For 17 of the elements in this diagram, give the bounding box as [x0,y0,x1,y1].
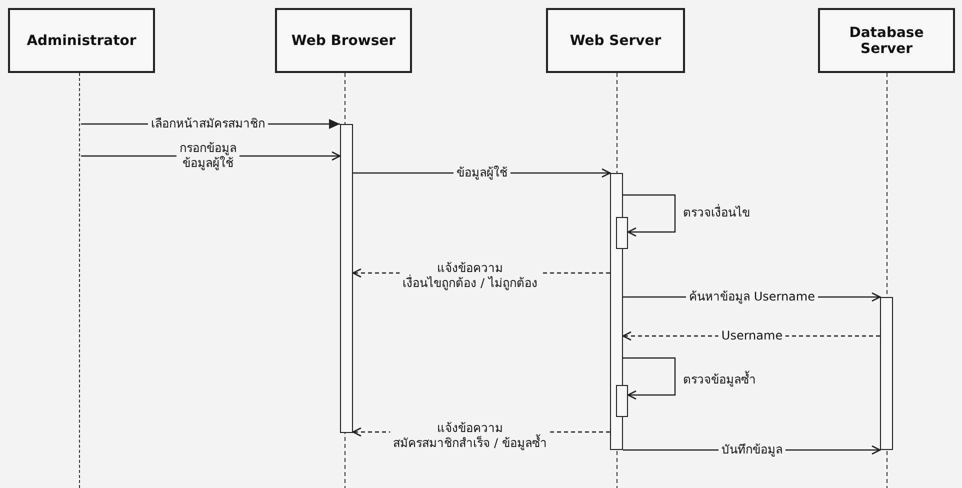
message-arrow [623,194,676,237]
edge-label: ข้อมูลผู้ใช้ [454,166,510,180]
edge-label: แจ้งข้อความ สมัครสมาชิกสำเร็จ / ข้อมูลซ้ำ [390,421,550,451]
activation-bar [340,124,353,433]
edge-label: บันทึกข้อมูล [718,442,786,458]
activation-bar [616,385,628,417]
participant-box: Administrator [8,8,155,73]
edge-label: แจ้งข้อความ เงื่อนไขถูกต้อง / ไม่ถูกต้อง [400,261,540,291]
participant-box: Web Browser [275,8,412,73]
lifeline [79,73,81,488]
activation-bar [880,297,893,450]
message-arrow [623,357,676,400]
edge-label: ค้นหาข้อมูล Username [686,290,818,304]
activation-bar [616,217,628,249]
edge-label: กรอกข้อมูล ข้อมูลผู้ใช้ [176,141,240,171]
participant-box: Web Server [546,8,685,73]
participant-box: Database Server [818,8,955,73]
